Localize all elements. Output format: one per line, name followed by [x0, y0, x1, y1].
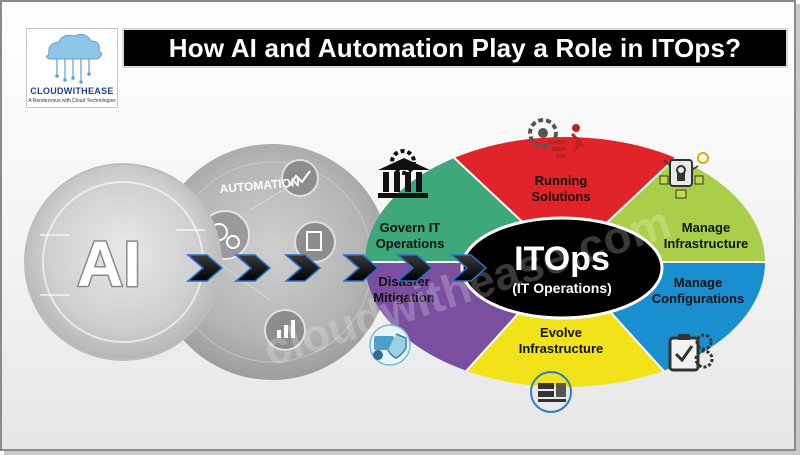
label-disaster-line2: Mitigation	[373, 290, 434, 305]
center-title: ITOps	[514, 240, 610, 278]
logo: CLOUDWITHEASE A Rendezvous with Cloud Te…	[26, 28, 118, 108]
label-manage-infra-line2: Infrastructure	[664, 236, 749, 251]
logo-tagline: A Rendezvous with Cloud Technologies	[28, 98, 116, 104]
page-title: How AI and Automation Play a Role in ITO…	[168, 32, 742, 63]
line-chart-icon	[281, 159, 319, 197]
chevron-arrow-icon	[283, 254, 322, 282]
automation-label: AUTOMATION	[219, 175, 300, 196]
label-manage-config-line1: Manage	[674, 275, 722, 290]
logo-name: CLOUDWITHEASE	[30, 86, 114, 96]
chevron-arrow-icon	[395, 254, 434, 282]
label-govern-line2: Operations	[376, 236, 445, 251]
title-bar: How AI and Automation Play a Role in ITO…	[122, 28, 788, 68]
segment-evolve-infrastructure	[440, 262, 690, 387]
circuit-lock-icon	[659, 152, 709, 199]
label-manage-config-line2: Configurations	[652, 291, 744, 306]
label-running-line2: Solutions	[531, 189, 590, 204]
label-govern-line1: Govern IT	[380, 220, 441, 235]
segment-running-solutions	[430, 137, 700, 262]
cloud-circuit-icon	[45, 33, 103, 84]
chevron-arrow-icon	[449, 254, 488, 282]
label-manage-infra-line1: Manage	[682, 220, 730, 235]
label-evolve-line2: Infrastructure	[519, 341, 604, 356]
bank-gear-icon	[378, 149, 430, 198]
center-subtitle: (IT Operations)	[512, 280, 612, 296]
shield-bug-icon	[369, 324, 411, 366]
document-icon	[294, 221, 336, 263]
gear-runner-icon	[528, 118, 585, 158]
center-ellipse	[460, 216, 664, 320]
label-evolve-line1: Evolve	[540, 325, 582, 340]
chevron-arrow-icon	[233, 254, 272, 282]
server-sync-icon	[530, 371, 572, 413]
chevron-arrows	[185, 254, 488, 282]
clipboard-gear-icon	[668, 333, 714, 372]
chevron-arrow-icon	[341, 254, 380, 282]
label-running-line1: Running	[535, 173, 588, 188]
ai-label: AI	[77, 228, 141, 300]
chevron-arrow-icon	[185, 254, 224, 282]
ai-circle: AI	[24, 163, 222, 361]
